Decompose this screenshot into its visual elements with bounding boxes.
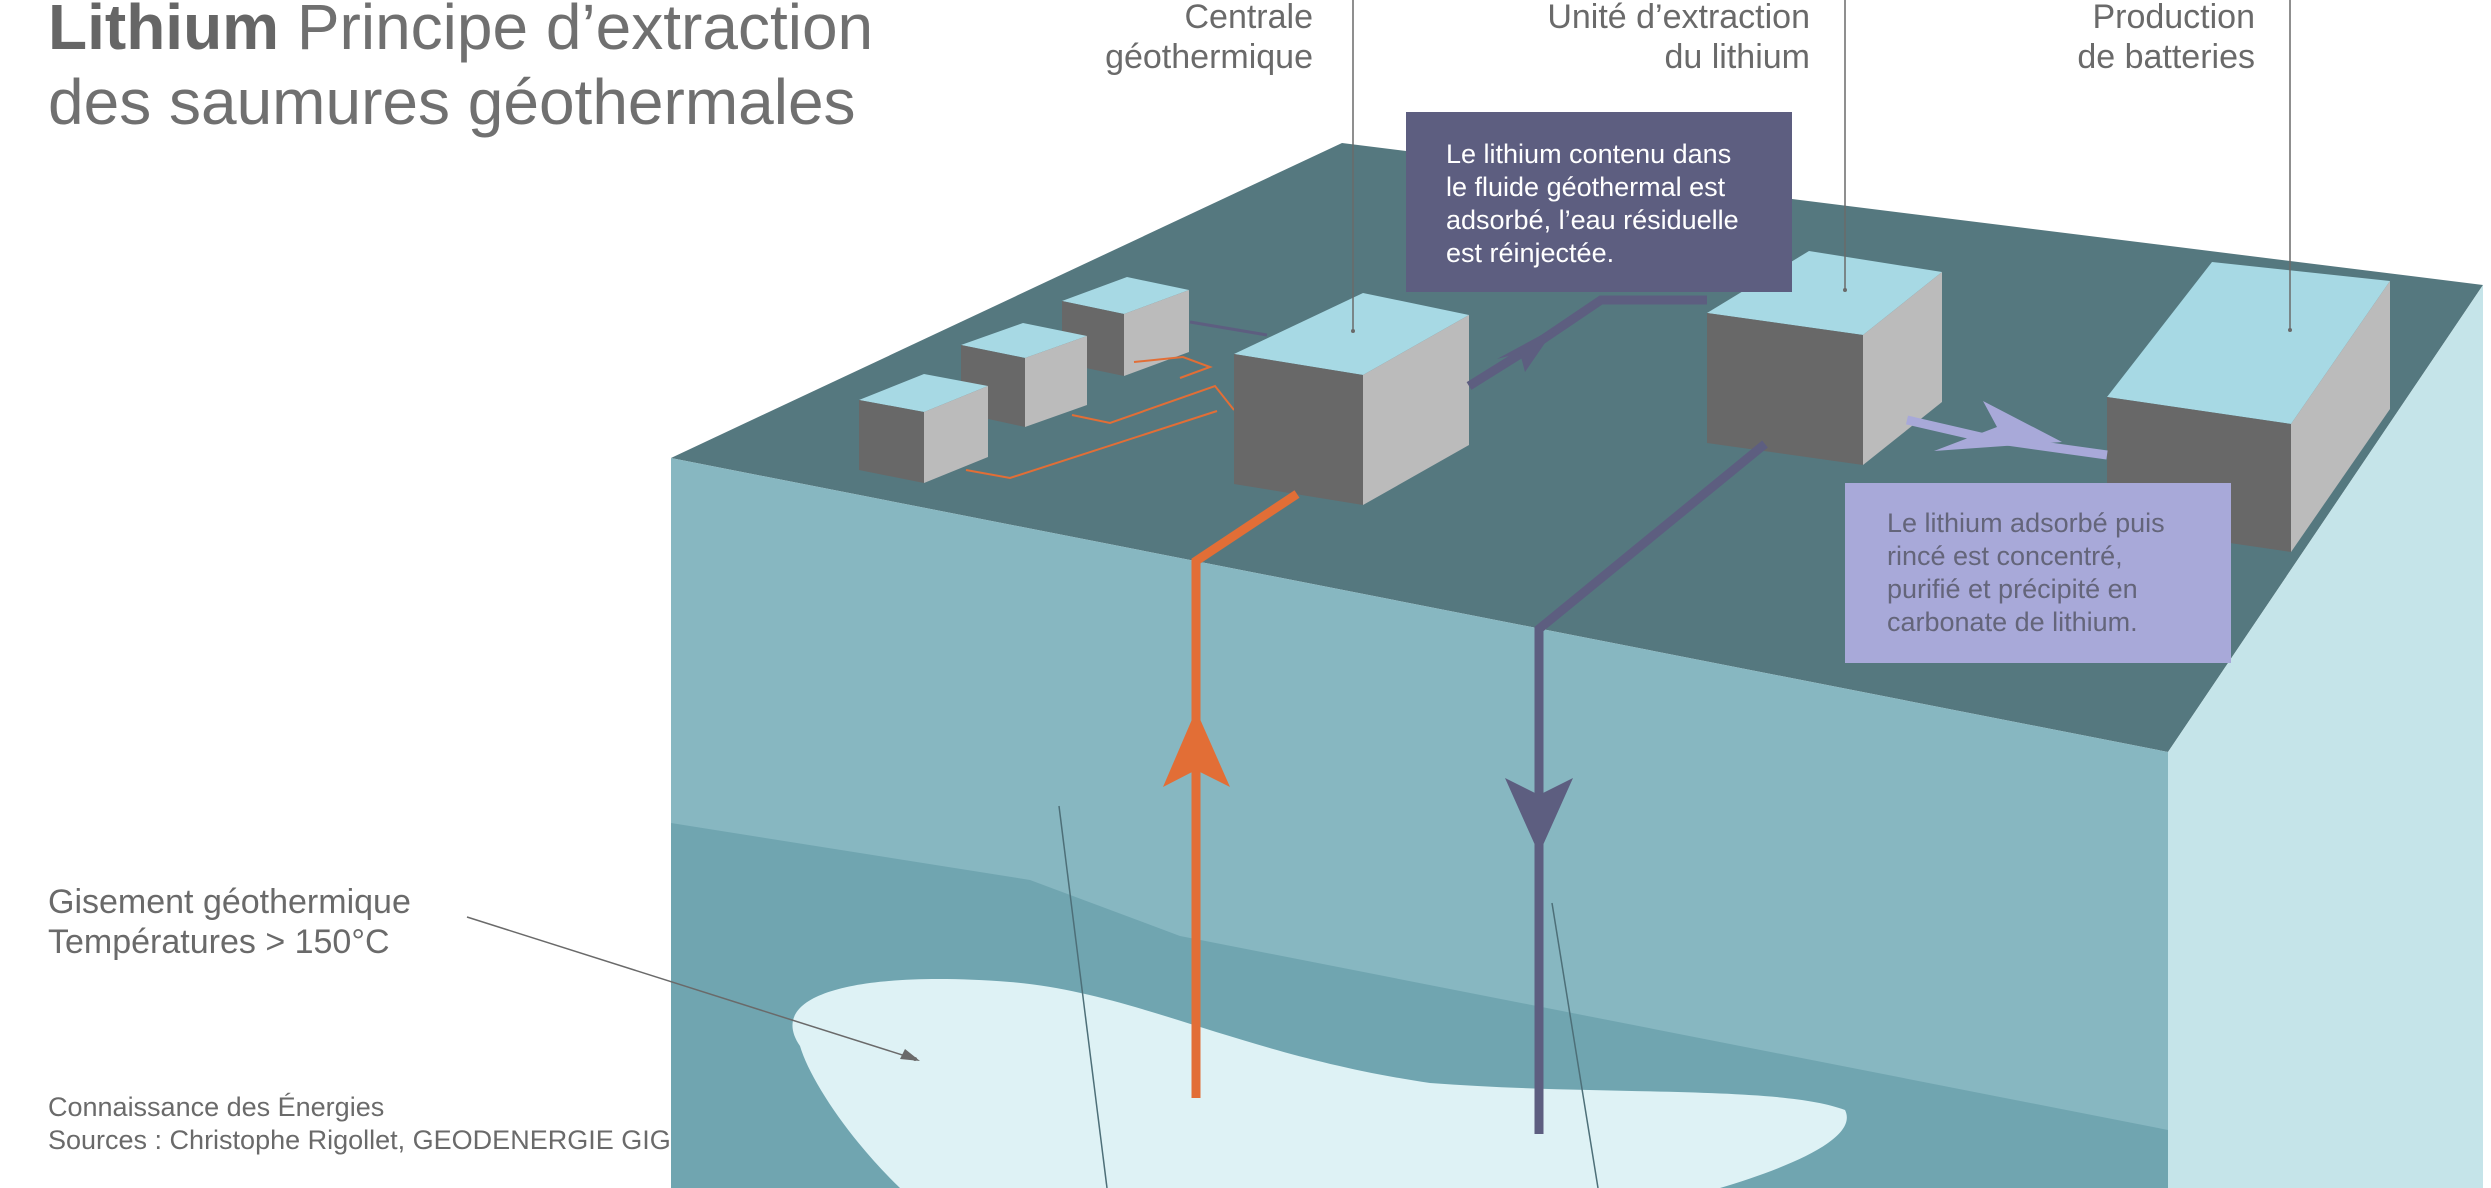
source-publisher: Connaissance des Énergies (48, 1092, 385, 1122)
label-unite-line1: Unité d’extraction (1547, 0, 1810, 36)
callout-carbonate: Le lithium adsorbé puis rincé est concen… (1845, 483, 2231, 663)
gisement-arrowhead (900, 1049, 920, 1061)
label-centrale-line2: géothermique (1105, 38, 1313, 76)
cooling-pipes (965, 355, 1235, 480)
callout-adsorption-line4: est réinjectée. (1446, 238, 1615, 268)
production-well-flow (1163, 490, 1300, 1098)
title-line1: Principe d’extraction (279, 0, 874, 63)
lithium-product-flow (1905, 401, 2108, 460)
down-arrow-icon (1505, 778, 1573, 854)
callout-adsorption-line3: adsorbé, l’eau résiduelle (1446, 205, 1739, 235)
lithium-extraction-building (1707, 251, 1942, 465)
fault-line-left (1058, 805, 1108, 1188)
auxiliary-building-1 (1062, 277, 1189, 376)
auxiliary-building-3 (859, 374, 988, 483)
page-title: Lithium Principe d’extraction des saumur… (48, 0, 873, 140)
plant-link-pipe (1189, 320, 1268, 337)
label-production: Production de batteries (2000, 0, 2255, 77)
callout-carbonate-line1: Le lithium adsorbé puis (1887, 508, 2165, 538)
leader-gisement (466, 916, 917, 1061)
label-gisement: Gisement géothermique Températures > 150… (48, 882, 411, 962)
label-gisement-line1: Gisement géothermique (48, 883, 411, 921)
right-arrow-icon (1934, 401, 2062, 451)
label-centrale-line1: Centrale (1184, 0, 1313, 36)
auxiliary-building-2 (961, 323, 1087, 427)
right-arrow-icon (1497, 327, 1556, 372)
callout-adsorption: Le lithium contenu dans le fluide géothe… (1406, 112, 1792, 292)
callout-carbonate-line4: carbonate de lithium. (1887, 607, 2138, 637)
source-credits: Connaissance des Énergies Sources : Chri… (48, 1091, 671, 1157)
callout-carbonate-line2: rincé est concentré, (1887, 541, 2123, 571)
callout-carbonate-line3: purifié et précipité en (1887, 574, 2138, 604)
label-production-line1: Production (2092, 0, 2255, 36)
leader-lines (466, 0, 2292, 1061)
callout-adsorption-line2: le fluide géothermal est (1446, 172, 1726, 202)
geothermal-plant-building (1234, 293, 1469, 505)
source-authors: Sources : Christophe Rigollet, GEODENERG… (48, 1125, 671, 1155)
label-unite-line2: du lithium (1664, 38, 1810, 76)
ground-side-face (2168, 285, 2483, 1188)
fault-line-right (1551, 902, 1599, 1188)
title-keyword: Lithium (48, 0, 280, 63)
reinjection-flow (1466, 295, 1768, 1134)
label-gisement-line2: Températures > 150°C (48, 923, 390, 961)
label-centrale: Centrale géothermique (1063, 0, 1313, 77)
up-arrow-icon (1163, 710, 1230, 787)
title-line2: des saumures géothermales (48, 66, 856, 138)
label-unite: Unité d’extraction du lithium (1490, 0, 1810, 77)
callout-adsorption-line1: Le lithium contenu dans (1446, 139, 1732, 169)
geothermal-reservoir (792, 979, 1847, 1188)
label-production-line2: de batteries (2077, 38, 2255, 76)
